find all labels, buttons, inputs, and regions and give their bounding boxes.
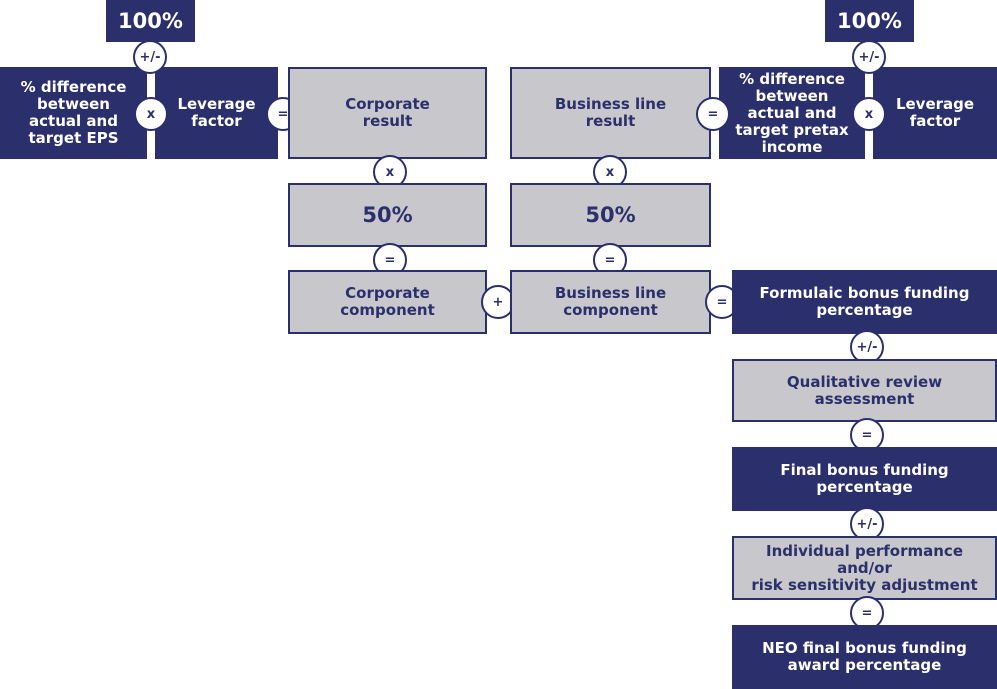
business-line-component-box: Business line component: [510, 270, 711, 334]
right-plus-minus-operator: +/-: [852, 40, 886, 74]
neo-final-bonus-box: NEO final bonus funding award percentage: [732, 625, 997, 689]
left-plus-minus-operator: +/-: [133, 40, 167, 74]
chain-plus-minus-operator-2: +/-: [850, 507, 884, 541]
eps-difference-box: % difference between actual and target E…: [0, 67, 147, 159]
right-leverage-factor-box: Leverage factor: [873, 67, 997, 159]
final-bonus-funding-box: Final bonus funding percentage: [732, 447, 997, 511]
business-line-result-box: Business line result: [510, 67, 711, 159]
right-100-percent-box: 100%: [825, 0, 914, 42]
formulaic-bonus-funding-box: Formulaic bonus funding percentage: [732, 270, 997, 334]
left-leverage-factor-box: Leverage factor: [155, 67, 278, 159]
pretax-difference-box: % difference between actual and target p…: [719, 67, 865, 159]
individual-performance-box: Individual performance and/or risk sensi…: [732, 536, 997, 600]
business-50-percent-box: 50%: [510, 183, 711, 247]
chain-equals-operator-2: =: [850, 596, 884, 630]
qualitative-review-box: Qualitative review assessment: [732, 359, 997, 422]
corporate-component-box: Corporate component: [288, 270, 487, 334]
left-multiply-operator: x: [134, 97, 168, 131]
corporate-result-box: Corporate result: [288, 67, 487, 159]
chain-equals-operator-1: =: [850, 418, 884, 452]
right-equals-operator: =: [696, 97, 730, 131]
corporate-50-percent-box: 50%: [288, 183, 487, 247]
right-multiply-operator: x: [852, 97, 886, 131]
left-100-percent-box: 100%: [106, 0, 195, 42]
